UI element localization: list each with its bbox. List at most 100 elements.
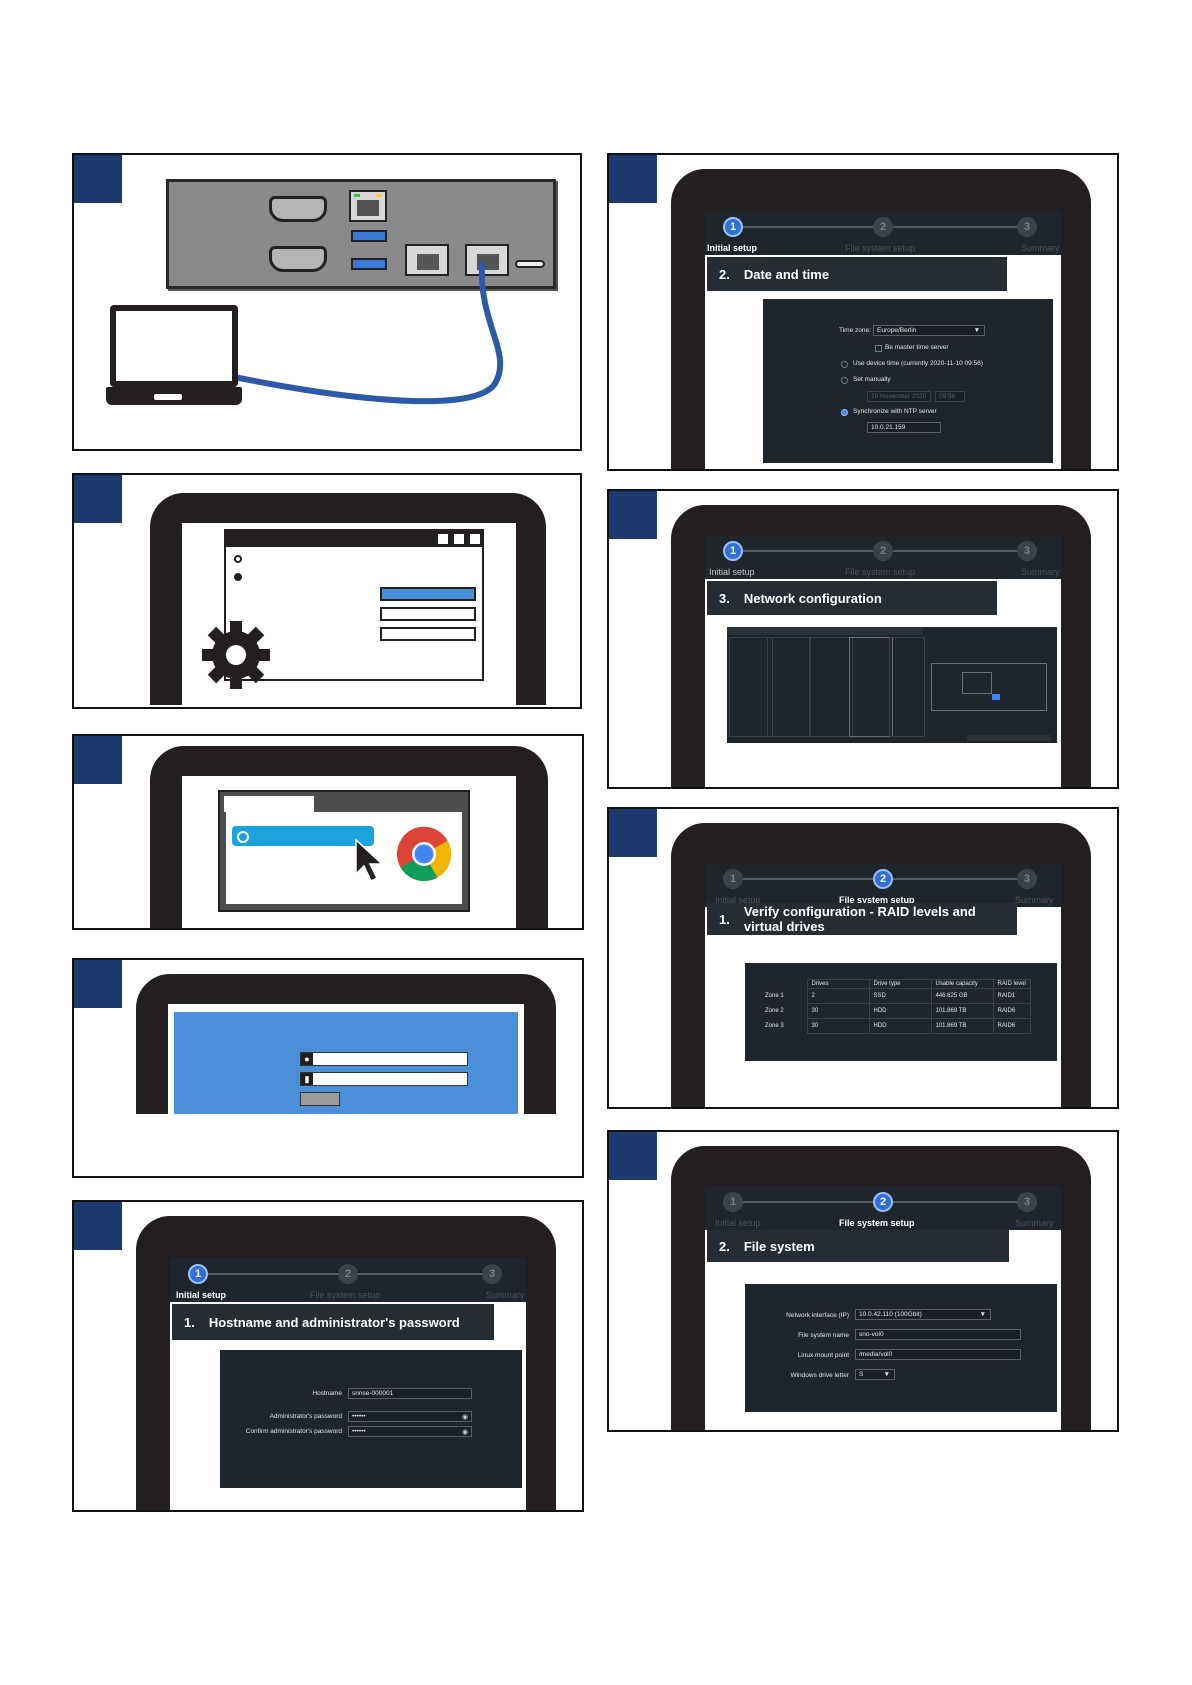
- show-password-icon[interactable]: ◉: [462, 1414, 469, 1421]
- ethernet-port: [405, 244, 449, 276]
- interface-column: [889, 637, 925, 737]
- gear-icon: [202, 621, 270, 689]
- wizard-step-2-indicator: 2: [873, 869, 893, 889]
- login-button[interactable]: [300, 1092, 340, 1106]
- wizard-step-2-indicator: 2: [873, 1192, 893, 1212]
- laptop-base: [106, 387, 242, 405]
- radio-option-static[interactable]: [234, 573, 242, 581]
- wizard-footer-buttons: [967, 735, 1051, 741]
- confirm-password-input[interactable]: ••••••: [348, 1426, 472, 1437]
- table-row: Zone 2 30 HDD 101.869 TB RAID6: [761, 1003, 1031, 1019]
- section-heading: 3.Network configuration: [707, 581, 997, 615]
- date-time-form: Time zone: Europe/Berlin ▼ Be master tim…: [763, 299, 1053, 463]
- ethernet-port-connected: [465, 244, 509, 276]
- step-number-tag: [609, 1132, 657, 1180]
- step-panel-hostname: 1 2 3 Initial setup File system setup Su…: [72, 1200, 584, 1512]
- step-number-tag: [74, 155, 122, 203]
- usb-port: [351, 230, 387, 242]
- wizard-step-label: Initial setup: [715, 1218, 761, 1228]
- use-device-time-radio[interactable]: [841, 361, 848, 368]
- show-password-icon[interactable]: ◉: [462, 1429, 469, 1436]
- subnet-mask-field[interactable]: [380, 607, 476, 621]
- step-panel-connect-hardware: [72, 153, 582, 451]
- step-number-tag: [609, 809, 657, 857]
- wizard-step-1-indicator: 1: [723, 1192, 743, 1212]
- master-time-server-checkbox[interactable]: [875, 345, 882, 352]
- step-number-tag: [74, 1202, 122, 1250]
- wizard-step-label: Summary: [1015, 1218, 1054, 1228]
- step-number-tag: [609, 155, 657, 203]
- wizard-step-label: File system setup: [839, 1218, 915, 1228]
- column-header: Drives: [806, 979, 870, 989]
- wizard-step-3-indicator: 3: [1017, 869, 1037, 889]
- setup-wizard-screen: 1 2 3 Initial setup File system setup Su…: [705, 211, 1061, 469]
- file-system-form: Network interface (IP) 10.0.42.110 (100G…: [745, 1284, 1057, 1412]
- manual-date-input[interactable]: 10 November 2020: [867, 391, 931, 402]
- wizard-step-label: Summary: [1021, 243, 1060, 253]
- wizard-step-label: File system setup: [839, 895, 915, 905]
- wizard-step-label: Initial setup: [709, 567, 755, 577]
- confirm-password-label: Confirm administrator's password: [245, 1428, 342, 1435]
- step-panel-date-time: 1 2 3 Initial setup File system setup Su…: [607, 153, 1119, 471]
- wizard-step-label: File system setup: [310, 1290, 381, 1300]
- window-close-button[interactable]: [470, 534, 480, 544]
- wizard-step-3-indicator: 3: [1017, 1192, 1037, 1212]
- network-interface-label: Network interface (IP): [786, 1312, 849, 1319]
- sync-ntp-radio[interactable]: [841, 409, 848, 416]
- gateway-field[interactable]: [380, 627, 476, 641]
- laptop-icon: [110, 305, 238, 387]
- ip-address-field[interactable]: [380, 587, 476, 601]
- mount-point-input[interactable]: /media/vol0: [855, 1349, 1021, 1360]
- wizard-step-3-indicator: 3: [1017, 541, 1037, 561]
- browser-tab[interactable]: [224, 796, 314, 812]
- chevron-down-icon: ▼: [979, 1311, 986, 1318]
- address-bar[interactable]: [232, 826, 374, 846]
- interface-column: [849, 637, 893, 737]
- ethernet-port-management: [349, 190, 387, 222]
- wizard-step-label: File system setup: [845, 243, 916, 253]
- network-config-panel: [727, 627, 1057, 743]
- master-time-server-label: Be master time server: [885, 344, 949, 351]
- setup-wizard-screen: 1 2 3 Initial setup File system setup Su…: [705, 863, 1061, 1107]
- time-zone-select[interactable]: Europe/Berlin ▼: [873, 325, 985, 336]
- table-cell: 446.625 GB: [930, 988, 994, 1004]
- wizard-step-1-indicator: 1: [723, 869, 743, 889]
- hostname-form: Hostname snnse-000001 Administrator's pa…: [220, 1350, 522, 1488]
- manual-time-input[interactable]: 09:56: [935, 391, 965, 402]
- section-heading: 2.Date and time: [707, 257, 1007, 291]
- wizard-step-label: Initial setup: [176, 1290, 227, 1300]
- window-minimize-button[interactable]: [438, 534, 448, 544]
- raid-configuration-panel: Drives Drive type Usable capacity RAID l…: [745, 963, 1057, 1061]
- browser-window: [218, 790, 470, 912]
- window-maximize-button[interactable]: [454, 534, 464, 544]
- set-manually-label: Set manually: [853, 376, 891, 383]
- server-device-back-panel: [166, 179, 556, 289]
- setup-wizard-screen: 1 2 3 Initial setup File system setup Su…: [705, 1186, 1061, 1430]
- user-icon: ●: [301, 1053, 313, 1065]
- step-number-tag: [74, 960, 122, 1008]
- table-cell: 2: [806, 988, 870, 1004]
- radio-option-dhcp[interactable]: [234, 555, 242, 563]
- admin-password-input[interactable]: ••••••: [348, 1411, 472, 1422]
- hostname-input[interactable]: snnse-000001: [348, 1388, 472, 1399]
- wizard-step-3-indicator: 3: [1017, 217, 1037, 237]
- wizard-step-1-indicator: 1: [188, 1264, 208, 1284]
- wizard-step-2-indicator: 2: [873, 217, 893, 237]
- wizard-step-1-indicator: 1: [723, 217, 743, 237]
- fs-name-input[interactable]: sno-vol0: [855, 1329, 1021, 1340]
- column-header: [761, 980, 807, 989]
- set-manually-radio[interactable]: [841, 377, 848, 384]
- use-device-time-label: Use device time (currently 2020-11-10 09…: [853, 360, 983, 367]
- step-panel-verify-raid: 1 2 3 Initial setup File system setup Su…: [607, 807, 1119, 1109]
- step-panel-open-browser: [72, 734, 584, 930]
- ntp-server-input[interactable]: 10.0.21.159: [867, 422, 941, 433]
- network-interface-select[interactable]: 10.0.42.110 (100Gbit) ▼: [855, 1309, 991, 1320]
- username-field[interactable]: ●: [300, 1052, 468, 1066]
- table-cell: 30: [806, 1003, 870, 1019]
- password-field[interactable]: ▮: [300, 1072, 468, 1086]
- table-header-row: Drives Drive type Usable capacity RAID l…: [761, 979, 1031, 989]
- interface-column: [767, 637, 811, 737]
- column-header: Drive type: [868, 979, 932, 989]
- network-tabs-bar: [727, 627, 923, 635]
- drive-letter-select[interactable]: S ▼: [855, 1369, 895, 1380]
